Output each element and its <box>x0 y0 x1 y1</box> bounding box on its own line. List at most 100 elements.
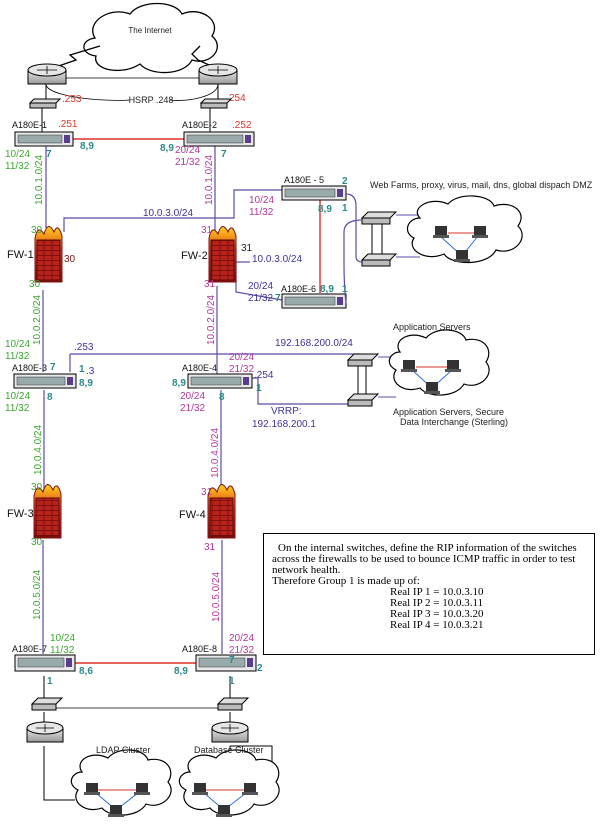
fw1-label: FW-1 <box>7 249 34 261</box>
hsrp-link-right <box>169 83 219 101</box>
port-label: 30 <box>29 279 41 290</box>
app-pc-1 <box>401 360 417 372</box>
port-label: 21/32 <box>248 293 273 304</box>
switch-e1 <box>14 131 74 147</box>
link-10-0-3 <box>63 189 282 232</box>
switch-e5 <box>281 185 347 201</box>
dmz-label: Web Farms, proxy, virus, mail, dns, glob… <box>370 180 593 190</box>
port-label: 31 <box>201 487 213 498</box>
router-bottom-right <box>211 721 249 743</box>
switch-ip-e2: .252 <box>232 120 252 131</box>
port-label: 11/32 <box>249 207 274 218</box>
subnet-10-0-4-left: 10.0.4.0/24 <box>33 425 44 475</box>
device-label-e4: A180E-4 <box>182 363 217 373</box>
note-line: network health. <box>272 564 341 576</box>
router-right <box>198 63 238 85</box>
device-label-e7: A180E-7 <box>12 644 47 654</box>
subnet-10-0-2-right: 10.0.2.0/24 <box>206 295 217 345</box>
switch-e4 <box>187 373 253 389</box>
port-label: 8,9 <box>160 143 174 154</box>
port-label: 8,9 <box>174 666 188 677</box>
port-label: .254 <box>254 370 274 381</box>
port-label: 11/32 <box>5 161 30 172</box>
port-label: 20/24 <box>229 633 254 644</box>
hub-bottom-left <box>30 697 64 711</box>
port-label: 8 <box>47 392 53 403</box>
port-label: 8,9 <box>80 141 94 152</box>
port-label: 1 <box>256 383 262 394</box>
switch-e3 <box>13 373 77 389</box>
port-label: 2 <box>257 663 263 674</box>
device-label-e2: A180E-2 <box>182 120 217 130</box>
hub-top-right <box>199 98 233 109</box>
subnet-10-0-3-top: 10.0.3.0/24 <box>143 208 193 219</box>
device-label-e5: A180E - 5 <box>284 175 324 185</box>
port-label: 7 <box>46 149 52 160</box>
port-label: 30 <box>31 482 43 493</box>
port-label: 21/32 <box>229 645 254 656</box>
subnet-10-0-3-bottom: 10.0.3.0/24 <box>252 254 302 265</box>
firewall-fw2 <box>208 226 237 283</box>
hsrp-link-left <box>45 83 131 101</box>
switch-e8 <box>195 654 257 672</box>
app-servers-label: Application Servers <box>393 322 471 332</box>
port-label: 30 <box>31 537 43 548</box>
port-label: 31 <box>241 243 253 254</box>
subnet-10-0-1-right: 10.0.1.0/24 <box>204 155 215 205</box>
note-line: On the internal switches, define the RIP… <box>278 542 577 554</box>
port-label: 31 <box>204 279 216 290</box>
port-label: 10/24 <box>50 633 75 644</box>
fw2-label: FW-2 <box>181 250 208 262</box>
port-label: 30 <box>64 254 76 265</box>
switch-ip-e1: .251 <box>58 119 78 130</box>
port-label: 10/24 <box>5 391 30 402</box>
note-ip: Real IP 1 = 10.0.3.10 <box>390 586 484 598</box>
ldap-pc-3 <box>108 805 124 817</box>
port-label: 8,9 <box>79 378 93 389</box>
ldap-pc-2 <box>134 783 150 795</box>
hub-top-left <box>28 98 62 109</box>
port-label: 7 <box>221 149 227 160</box>
hub-bottom-right <box>216 697 250 711</box>
port-label: 2 <box>342 176 348 187</box>
switch-e2 <box>183 131 255 147</box>
app-secure-label-2: Data Interchange (Sterling) <box>400 417 508 427</box>
db-pc-3 <box>216 805 232 817</box>
subnet-192-168-200: 192.168.200.0/24 <box>275 338 353 349</box>
ldap-pc-1 <box>84 783 100 795</box>
port-label: 21/32 <box>180 403 205 414</box>
app-pc-3 <box>424 382 440 394</box>
dmz-pc-3 <box>454 250 470 262</box>
port-label: 20/24 <box>175 145 200 156</box>
port-label: .3 <box>86 366 95 377</box>
firewall-fw3 <box>33 484 62 539</box>
port-label: 7 <box>275 293 281 304</box>
port-label: 1 <box>229 676 235 687</box>
internet-cloud <box>83 2 218 74</box>
router-left-ip: .253 <box>62 94 82 105</box>
port-label: 21/32 <box>175 157 200 168</box>
port-label: 30 <box>31 225 43 236</box>
subnet-10-0-1-left: 10.0.1.0/24 <box>34 155 45 205</box>
port-label: 8 <box>219 392 225 403</box>
app-cloud <box>388 329 490 396</box>
ldap-label: LDAP Cluster <box>96 745 150 755</box>
device-label-e3: A180E-3 <box>12 363 47 373</box>
firewall-fw4 <box>207 484 236 539</box>
port-label: 31 <box>201 225 213 236</box>
app-hub-top <box>346 353 380 367</box>
port-label: 8,9 <box>172 378 186 389</box>
device-label-e6: A180E-6 <box>281 284 316 294</box>
firewall-fw1 <box>34 226 63 283</box>
device-label-e1: A180E-1 <box>12 120 47 130</box>
subnet-10-0-5-right: 10.0.5.0/24 <box>211 572 222 622</box>
db-label: Database Cluster <box>194 745 264 755</box>
ldap-cloud <box>70 749 172 816</box>
port-label: 7 <box>229 655 235 666</box>
port-label: 20/24 <box>180 391 205 402</box>
subnet-10-0-5-left: 10.0.5.0/24 <box>32 570 43 620</box>
port-label: 8,6 <box>79 666 93 677</box>
port-label: 31 <box>204 542 216 553</box>
